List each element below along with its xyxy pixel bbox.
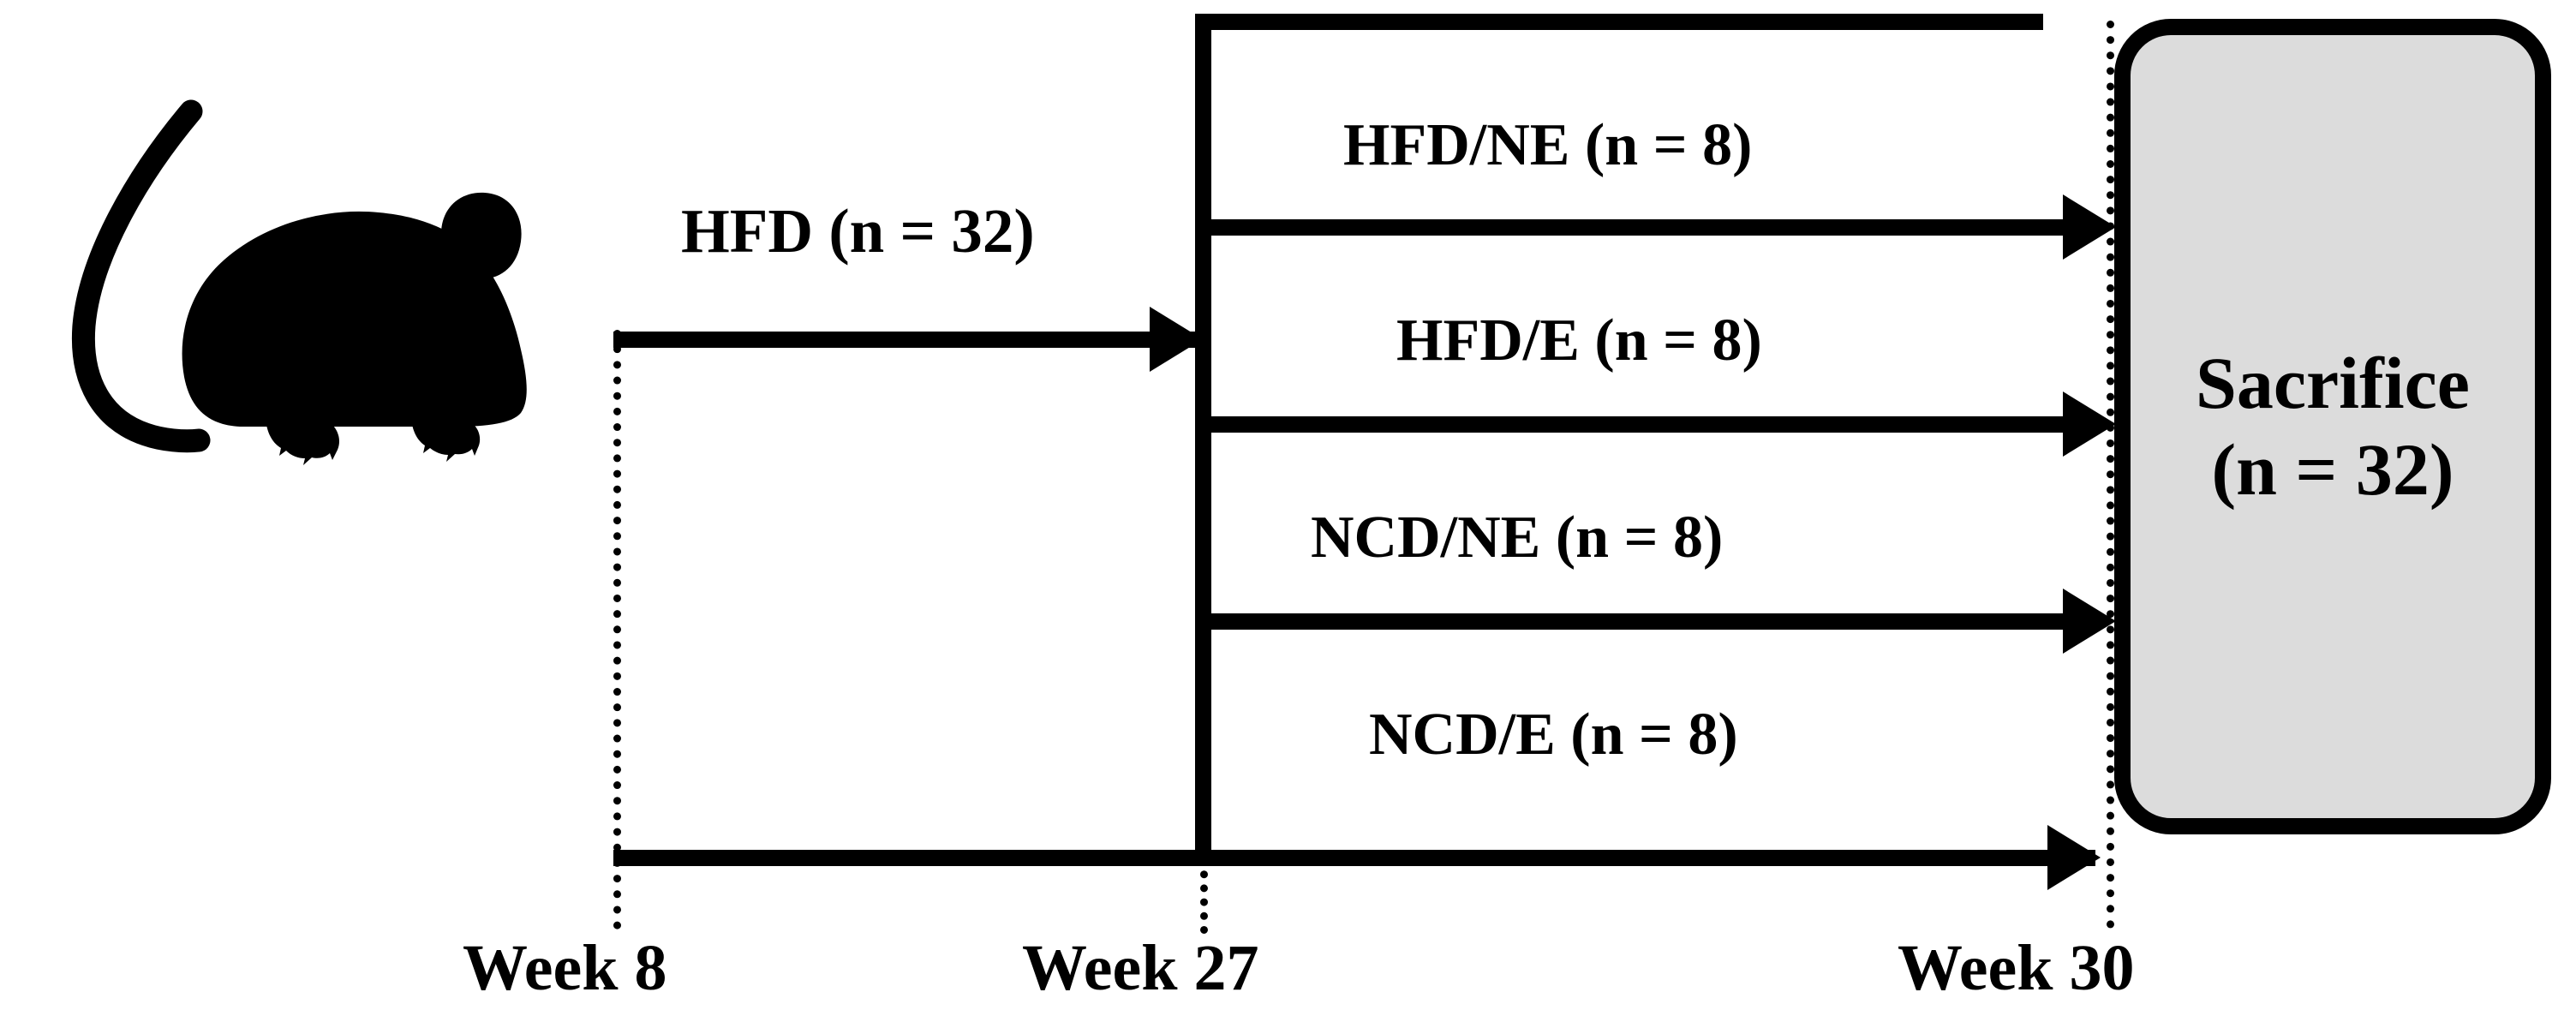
top-bracket-line — [1195, 14, 2043, 30]
sacrifice-title: Sacrifice — [2196, 341, 2470, 424]
hfd-arrow-shaft — [613, 332, 1204, 348]
sacrifice-count: (n = 32) — [2211, 428, 2454, 511]
hfd-e-arrow-shaft — [1195, 416, 2101, 433]
hfd-intervention-label: HFD (n = 32) — [681, 196, 1035, 266]
hfd-ne-arrow-head — [2063, 194, 2116, 260]
hfd-arrow-head — [1150, 307, 1203, 372]
ncd-ne-arrow-head — [2063, 589, 2116, 654]
group-label-hfd-e: HFD/E (n = 8) — [1396, 308, 1762, 374]
branch-trunk-line — [1195, 14, 1211, 866]
group-label-ncd-ne: NCD/NE (n = 8) — [1311, 505, 1724, 571]
sacrifice-endpoint-box: Sacrifice (n = 32) — [2114, 19, 2551, 834]
ncd-ne-arrow-shaft — [1195, 613, 2101, 630]
group-label-ncd-e: NCD/E (n = 8) — [1369, 702, 1738, 768]
group-label-hfd-ne: HFD/NE (n = 8) — [1343, 112, 1753, 178]
ncd-e-arrow-head — [2047, 825, 2101, 890]
week-27-dotted-marker — [1200, 857, 1208, 934]
ncd-e-arrow-shaft — [613, 850, 2095, 866]
mouse-silhouette-icon — [9, 17, 600, 471]
timeline-label-week-8: Week 8 — [463, 932, 667, 1004]
hfd-e-arrow-head — [2063, 391, 2116, 457]
timeline-label-week-27: Week 27 — [1022, 932, 1259, 1004]
week-30-dotted-marker — [2107, 21, 2114, 929]
hfd-ne-arrow-shaft — [1195, 219, 2101, 236]
timeline-label-week-30: Week 30 — [1898, 932, 2135, 1004]
week-8-dotted-marker — [613, 330, 621, 929]
